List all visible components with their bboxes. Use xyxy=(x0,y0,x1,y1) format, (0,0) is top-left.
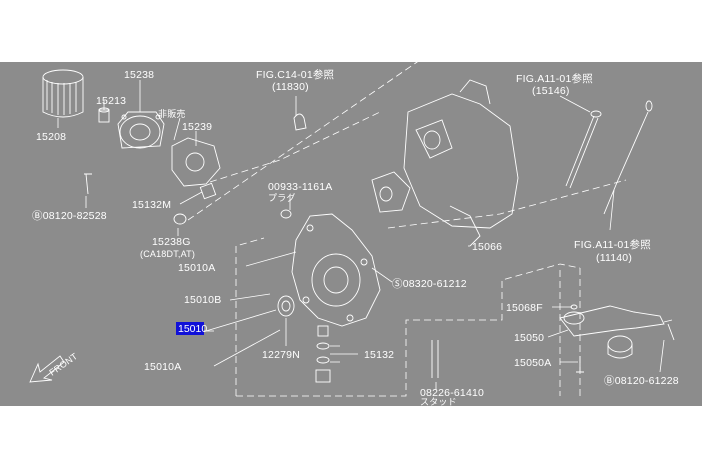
boundary-filter xyxy=(209,111,381,183)
bracket-fig-c14 xyxy=(293,113,307,131)
boundary-pump-box xyxy=(236,263,581,397)
plug-00933[interactable] xyxy=(280,209,292,219)
relief-valve-15132[interactable] xyxy=(315,325,331,383)
oil-pan-gasket-15066[interactable] xyxy=(449,205,481,247)
oil-seal-12279n[interactable] xyxy=(277,295,295,317)
label-fig-c14[interactable]: FIG.C14-01参照 xyxy=(256,68,335,81)
label-15238g[interactable]: 15238G xyxy=(152,236,191,248)
label-15010b[interactable]: 15010B xyxy=(184,294,221,306)
label-15239[interactable]: 15239 xyxy=(182,121,212,133)
label-bolt-61228[interactable]: Ⓑ08120-61228 xyxy=(604,375,679,387)
dipstick xyxy=(603,100,653,215)
diagram-background xyxy=(0,62,702,406)
label-stud-name: スタッド xyxy=(420,397,457,407)
connector-15132m[interactable] xyxy=(199,182,217,200)
label-15010-selected[interactable]: 15010 xyxy=(178,323,207,335)
boundary-upper xyxy=(187,59,421,396)
label-15132[interactable]: 15132 xyxy=(364,349,394,361)
label-15050a[interactable]: 15050A xyxy=(514,357,551,369)
label-15132m[interactable]: 15132M xyxy=(132,199,171,211)
label-15238[interactable]: 15238 xyxy=(124,69,154,81)
bolt-82528[interactable] xyxy=(84,173,92,195)
oil-pump-body[interactable] xyxy=(291,213,381,327)
bolt-61228[interactable] xyxy=(663,319,675,341)
label-15068f[interactable]: 15068F xyxy=(506,302,543,314)
label-plug-number[interactable]: 00933-1161A xyxy=(268,181,332,193)
washer-15238g[interactable] xyxy=(173,213,187,225)
label-15238g-note: (CA18DT,AT) xyxy=(140,249,195,259)
cylinder-block xyxy=(371,79,519,229)
label-12279n[interactable]: 12279N xyxy=(262,349,300,361)
label-15208[interactable]: 15208 xyxy=(36,131,66,143)
label-fig-a11-bottom[interactable]: FIG.A11-01参照 xyxy=(574,238,651,251)
stud-61410[interactable] xyxy=(431,340,439,378)
dipstick-guide xyxy=(565,110,602,189)
front-arrow-icon xyxy=(29,355,65,383)
label-fig-a11-bottom-number: (11140) xyxy=(596,252,632,264)
oil-filter-15208[interactable] xyxy=(42,69,84,118)
label-non-sale: 非販売 xyxy=(158,108,186,119)
selected-part-highlight xyxy=(176,322,204,335)
label-plug-name: プラグ xyxy=(268,192,296,203)
cooler-gasket-15239[interactable] xyxy=(171,137,221,187)
label-fig-a11-top-number: (15146) xyxy=(532,85,570,97)
label-bolt-82528[interactable]: Ⓑ08120-82528 xyxy=(32,210,107,222)
oil-cooler-15238[interactable] xyxy=(117,111,165,149)
label-screw-61212[interactable]: Ⓢ08320-61212 xyxy=(392,278,467,290)
label-stud-number[interactable]: 08226-61410 xyxy=(420,387,484,399)
boundary-right xyxy=(387,179,627,396)
label-15010a-top[interactable]: 15010A xyxy=(178,262,215,274)
label-15010a-bottom[interactable]: 15010A xyxy=(144,361,181,373)
label-15066[interactable]: 15066 xyxy=(472,241,502,253)
label-15050[interactable]: 15050 xyxy=(514,332,544,344)
leader-lines xyxy=(57,80,665,390)
label-fig-a11-top[interactable]: FIG.A11-01参照 xyxy=(516,72,593,85)
label-15213[interactable]: 15213 xyxy=(96,95,126,107)
label-fig-c14-number: (11830) xyxy=(272,81,309,93)
sensor-bracket-15050[interactable] xyxy=(559,305,665,359)
